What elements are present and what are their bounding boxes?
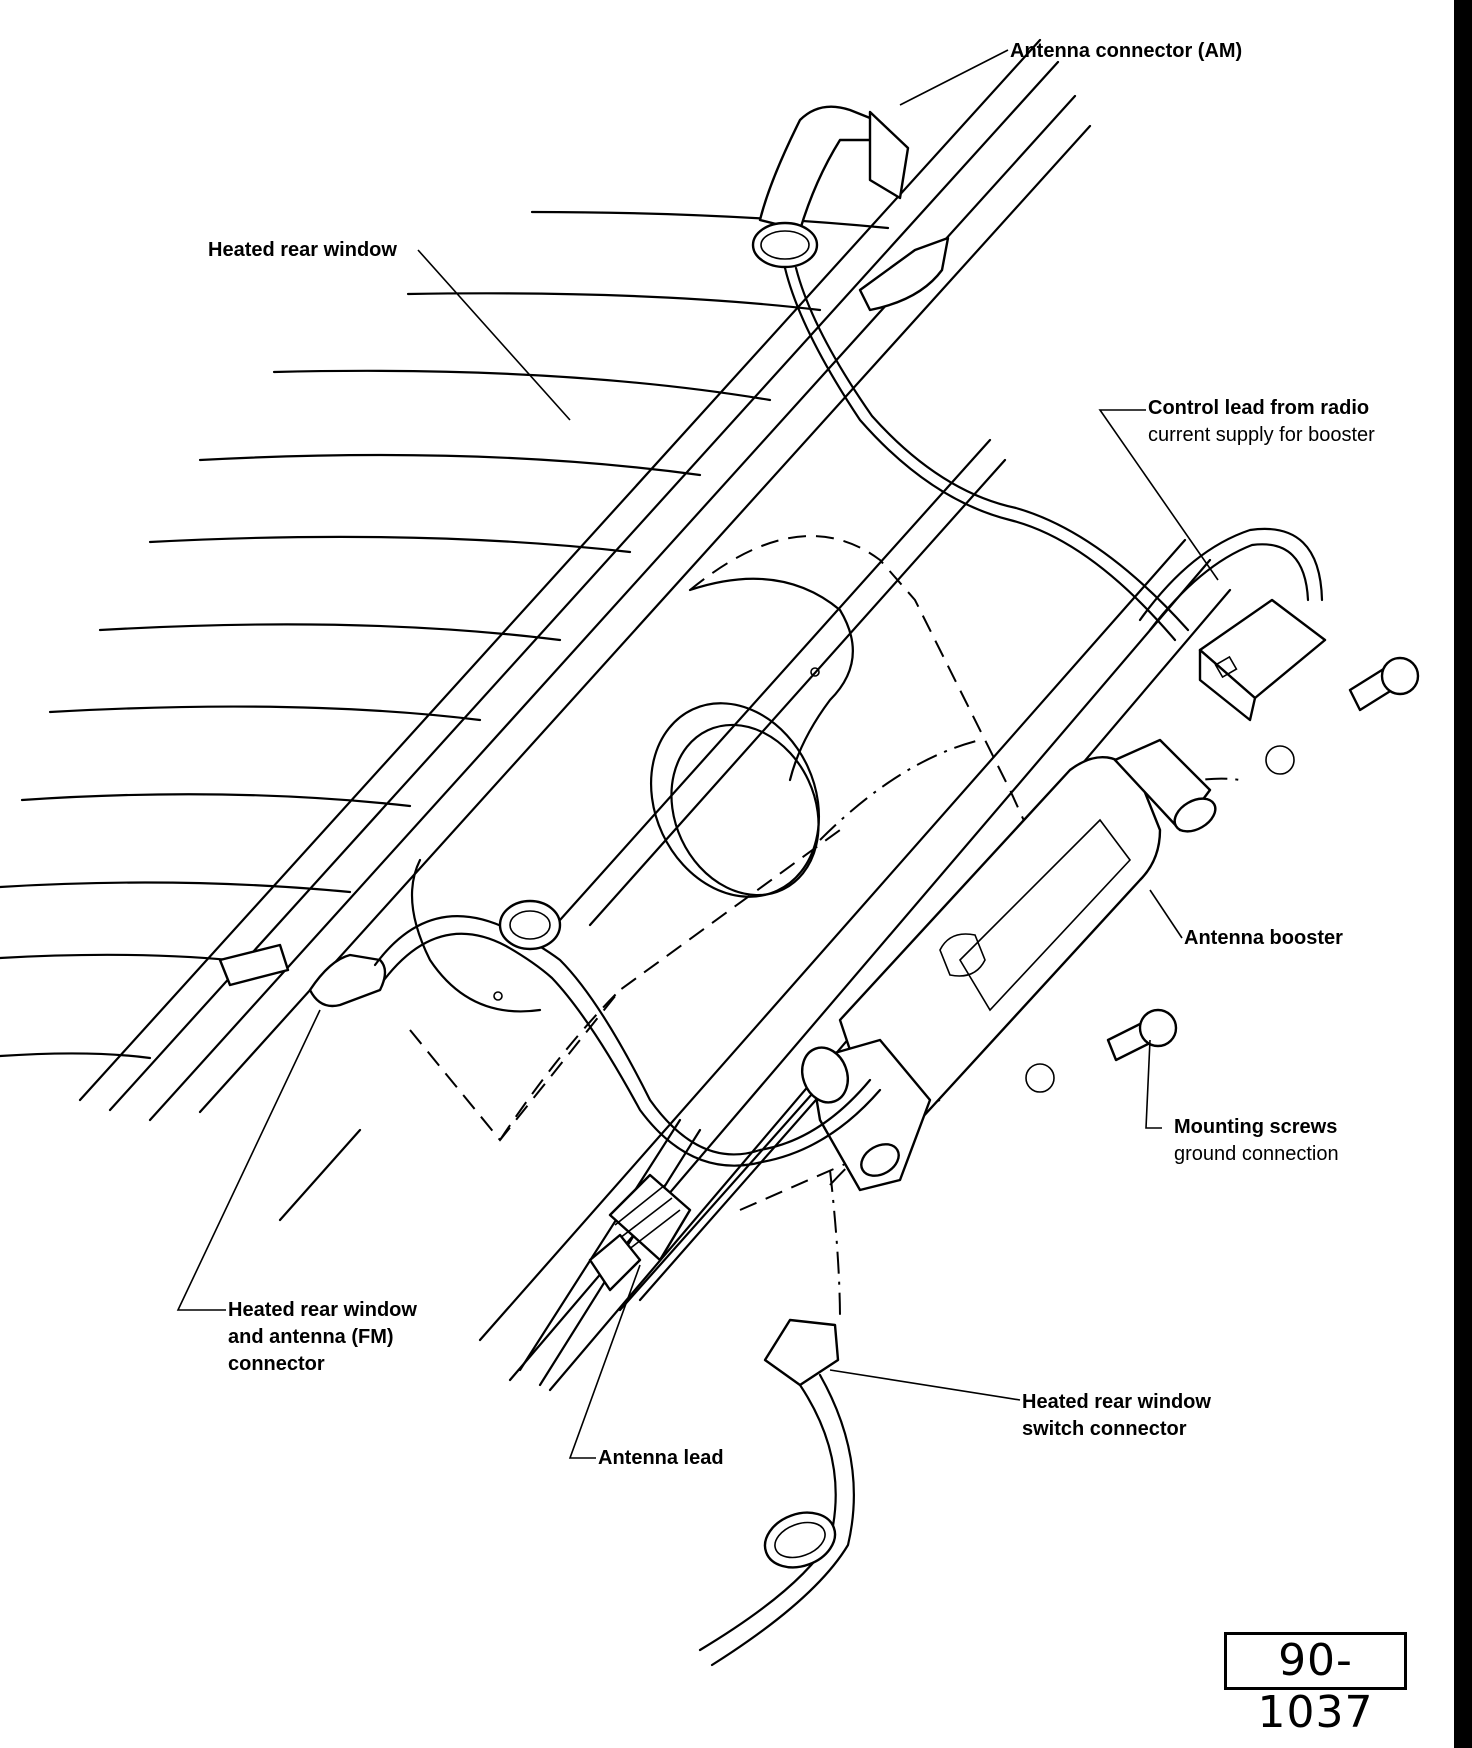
label-switch-connector: Heated rear window switch connector <box>1022 1389 1211 1443</box>
label-control-lead-title: Control lead from radio <box>1148 397 1370 419</box>
label-fm-connector-line1: Heated rear window <box>228 1299 417 1321</box>
antenna-lead-cable <box>518 1118 702 1387</box>
label-switch-connector-line2: switch connector <box>1022 1418 1187 1440</box>
label-fm-connector-line3: connector <box>228 1353 325 1375</box>
label-mounting-screws: Mounting screws ground connection <box>1174 1114 1339 1168</box>
label-switch-connector-line1: Heated rear window <box>1022 1391 1211 1413</box>
switch-connector <box>698 1169 855 1667</box>
label-control-lead: Control lead from radio current supply f… <box>1148 395 1375 449</box>
booster-recess-outline <box>409 535 1241 1211</box>
label-antenna-booster: Antenna booster <box>1184 925 1343 952</box>
window-frame-lines <box>78 38 1232 1392</box>
label-antenna-lead: Antenna lead <box>598 1445 724 1472</box>
mounting-screws <box>1025 656 1420 1093</box>
label-heated-rear-window: Heated rear window <box>208 237 397 264</box>
am-connector <box>751 105 1190 642</box>
label-antenna-connector-am: Antenna connector (AM) <box>1010 38 1242 65</box>
figure-number: 90-1037 <box>1224 1632 1407 1738</box>
label-control-lead-sub: current supply for booster <box>1148 424 1375 446</box>
label-antenna-connector-am-text: Antenna connector (AM) <box>1010 40 1243 62</box>
control-lead <box>1138 527 1327 722</box>
label-heated-rear-window-text: Heated rear window <box>208 239 397 261</box>
heater-grid-lines <box>0 210 890 1060</box>
label-fm-connector: Heated rear window and antenna (FM) conn… <box>228 1297 417 1378</box>
label-mounting-screws-sub: ground connection <box>1174 1143 1339 1165</box>
mounting-panel <box>410 577 854 1013</box>
antenna-booster-box <box>801 738 1217 1192</box>
leader-lines <box>176 49 1219 1459</box>
label-mounting-screws-title: Mounting screws <box>1174 1116 1338 1138</box>
page-edge-bar <box>1454 0 1472 1748</box>
label-fm-connector-line2: and antenna (FM) <box>228 1326 394 1348</box>
label-antenna-booster-text: Antenna booster <box>1184 927 1343 949</box>
label-antenna-lead-text: Antenna lead <box>598 1447 724 1469</box>
fm-connector <box>218 899 882 1167</box>
